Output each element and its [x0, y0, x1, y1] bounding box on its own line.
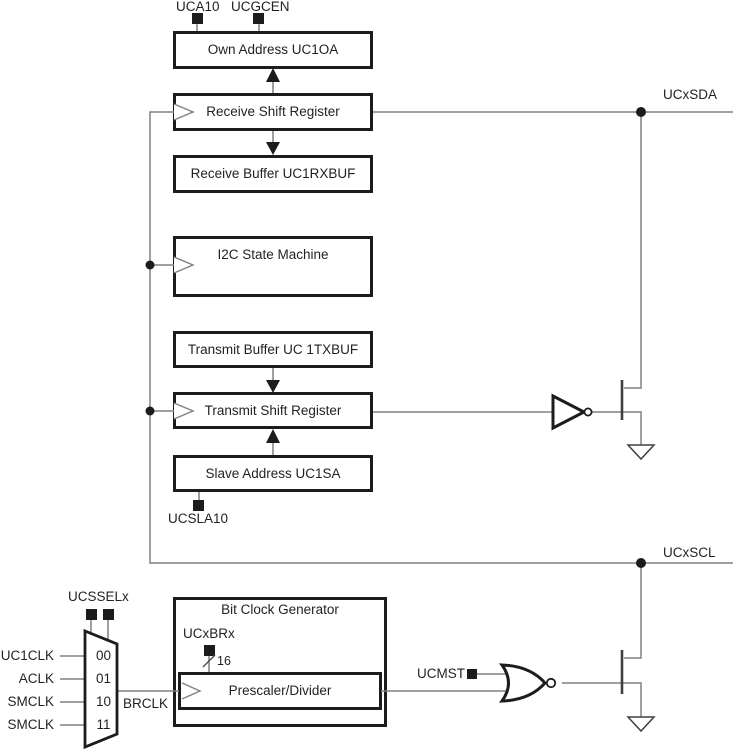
clock-chevron-i2c-state: [173, 256, 195, 274]
own-address-box: Own Address UC1OA: [173, 31, 373, 69]
ucxbrx-terminal: [204, 645, 215, 656]
terminal-squares: [86, 13, 477, 679]
receive-buffer-label: Receive Buffer UC1RXBUF: [190, 166, 356, 181]
sda-inverter: [551, 393, 593, 431]
prescaler-divider-box: Prescaler/Divider: [178, 672, 382, 710]
clock-chevron-transmit-shift: [173, 402, 195, 420]
i2c-state-machine-label: I2C State Machine: [217, 247, 329, 262]
nor-gate-body: [498, 663, 548, 703]
mux-input-label-aclk: ACLK: [18, 671, 54, 686]
arrow-down-receive-buffer: [266, 142, 280, 155]
bus-width-slash: [202, 654, 216, 668]
ucsla10-terminal: [193, 500, 204, 511]
receive-shift-register-label: Receive Shift Register: [206, 104, 340, 119]
scl-rail-line: [149, 111, 733, 564]
arrow-up-own-address: [266, 68, 280, 82]
mux-input-label-smclk-10: SMCLK: [7, 694, 54, 709]
junction-dots: [145, 107, 646, 568]
nor-gate-bubble: [545, 677, 557, 689]
ucxscl-label: UCxSCL: [663, 545, 716, 560]
uca10-terminal: [192, 13, 203, 24]
scl-drain-drop: [624, 563, 642, 659]
transmit-buffer-label: Transmit Buffer UC 1TXBUF: [187, 341, 359, 357]
bit-clock-generator-title: Bit Clock Generator: [221, 602, 339, 617]
junction-tx-clock: [145, 406, 155, 416]
ucgcen-label: UCGCEN: [231, 0, 290, 14]
mux-input-label-smclk-11: SMCLK: [7, 717, 54, 732]
ucmst-label: UCMST: [417, 666, 465, 681]
slave-address-label: Slave Address UC1SA: [205, 465, 341, 481]
junction-scl: [636, 558, 646, 568]
bus-width-label: 16: [217, 654, 231, 668]
ucssel-terminal-0: [86, 609, 97, 620]
ucsla10-label: UCSLA10: [168, 511, 229, 526]
own-address-label: Own Address UC1OA: [207, 42, 339, 57]
ucgcen-terminal: [253, 13, 264, 24]
receive-buffer-box: Receive Buffer UC1RXBUF: [173, 155, 373, 193]
ucssel-terminal-1: [103, 609, 114, 620]
scl-ground-symbol: [626, 716, 656, 733]
scl-nor-gate: [498, 663, 557, 703]
clock-chevron-prescaler: [181, 682, 202, 700]
sda-source-line: [623, 411, 642, 445]
mux-code-11: 11: [96, 717, 111, 732]
inverter-bubble: [583, 407, 593, 417]
junction-sda: [636, 107, 646, 117]
clock-chevrons: [173, 103, 202, 700]
mux-code-00: 00: [95, 648, 112, 663]
arrowheads: [266, 68, 280, 443]
brclk-label: BRCLK: [123, 696, 169, 711]
clock-chevron-receive-shift: [173, 103, 195, 121]
ground-symbols: [626, 444, 656, 733]
inverter-triangle: [551, 393, 588, 431]
mux-input-label-uc1clk: UC1CLK: [0, 648, 54, 663]
i2c-state-machine-box: I2C State Machine: [173, 236, 373, 297]
slave-address-box: Slave Address UC1SA: [173, 455, 373, 492]
sda-drain-drop: [624, 112, 642, 389]
connector-lines: [60, 24, 733, 726]
ucmst-terminal: [467, 669, 477, 679]
ucxbrx-label: UCxBRx: [183, 626, 235, 641]
prescaler-divider-label: Prescaler/Divider: [228, 683, 332, 698]
scl-source-line: [623, 682, 642, 717]
mux-code-01: 01: [95, 671, 112, 686]
arrow-up-transmit-shift: [266, 429, 280, 443]
arrow-down-transmit-shift: [266, 380, 280, 393]
junction-i2c-clock: [145, 260, 155, 270]
transmit-buffer-box: Transmit Buffer UC 1TXBUF: [173, 331, 373, 368]
transmit-shift-register-label: Transmit Shift Register: [204, 402, 342, 418]
sda-ground-symbol: [626, 444, 656, 461]
clock-mux: [83, 628, 119, 750]
transmit-shift-register-box: Transmit Shift Register: [173, 392, 373, 429]
mux-code-10: 10: [95, 694, 112, 709]
ucsselx-label: UCSSELx: [68, 589, 129, 604]
uca10-label: UCA10: [176, 0, 220, 14]
ucxsda-label: UCxSDA: [663, 87, 718, 102]
